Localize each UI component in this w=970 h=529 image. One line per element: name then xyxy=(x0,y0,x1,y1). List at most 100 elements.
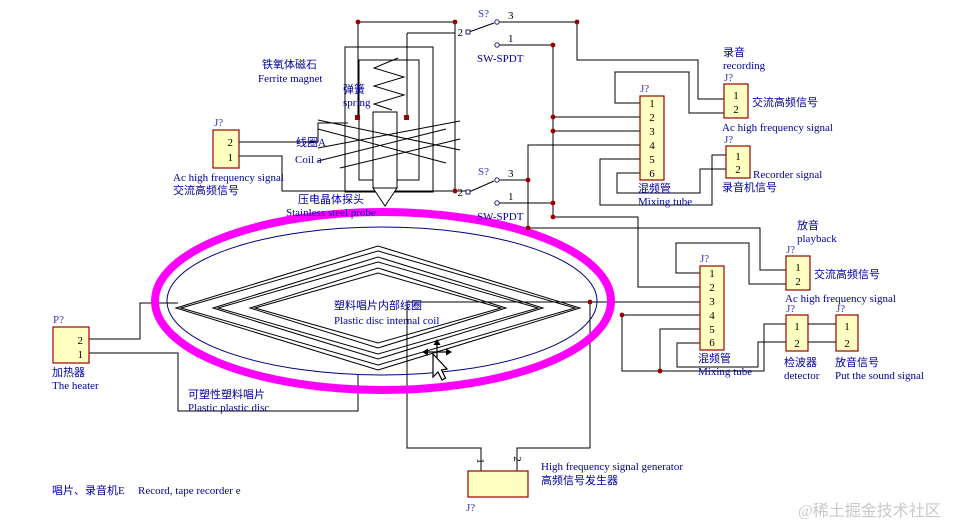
connector-body[interactable] xyxy=(639,95,665,181)
recording-label-en: recording xyxy=(723,60,766,72)
switch-spdt-top[interactable]: S? 2 3 1 SW-SPDT xyxy=(458,8,524,65)
pin-2: 2 xyxy=(649,112,655,124)
heater[interactable]: P? 2 1 加热器 The heater xyxy=(52,314,99,392)
ac-label-cn: 交流高频信号 xyxy=(752,95,818,109)
plastic-disc[interactable]: 塑料唱片内部线圈 Plastic disc internal coil xyxy=(151,208,615,394)
connector-detector[interactable]: J? 1 2 检波器 detector xyxy=(784,303,820,382)
probe-body xyxy=(372,111,398,189)
switch-lever[interactable] xyxy=(468,22,495,33)
ac-label-en: Ac high frequency signal xyxy=(785,293,896,305)
highlight-ellipse xyxy=(151,208,615,394)
probe-tip xyxy=(372,187,398,207)
switch-throw-1 xyxy=(494,42,500,48)
pin-2: 2 xyxy=(709,282,715,294)
wire xyxy=(599,154,726,206)
connector-body[interactable] xyxy=(725,145,751,179)
pin-6: 6 xyxy=(709,337,715,349)
generator-label-cn: 高频信号发生器 xyxy=(541,473,618,487)
connector-ref: J? xyxy=(466,502,475,514)
detector-label-en: detector xyxy=(784,370,820,382)
wire xyxy=(576,22,724,100)
recording-label-cn: 录音 xyxy=(723,45,745,59)
connector-recorder-signal[interactable]: J? 1 2 Recorder signal 录音机信号 xyxy=(722,134,822,194)
connector-recording-ac[interactable]: J? 1 2 交流高频信号 Ac high frequency signal xyxy=(722,72,833,134)
connector-body[interactable] xyxy=(835,314,859,352)
disc-coil-label-cn: 塑料唱片内部线圈 xyxy=(334,298,422,312)
pin-1: 1 xyxy=(78,349,84,361)
switch-ref: S? xyxy=(478,8,489,20)
wire xyxy=(553,216,700,288)
watermark: @稀土掘金技术社区 xyxy=(798,502,941,520)
switch-ref: S? xyxy=(478,166,489,178)
switch-throw-1 xyxy=(494,200,500,206)
disc-body-label-cn: 可塑性塑料唱片 xyxy=(188,387,265,401)
mixing-tube-recording[interactable]: J? 1 2 3 4 5 6 混频管 Mixing tube xyxy=(638,83,692,208)
pin-3: 3 xyxy=(709,296,715,308)
pin-4: 4 xyxy=(649,140,655,152)
connector-ref: J? xyxy=(786,303,795,315)
probe-label-cn: 压电晶体探头 xyxy=(298,192,364,206)
connector-body[interactable] xyxy=(785,255,811,291)
probe-label-en: Stainless steel probe xyxy=(286,207,376,219)
pin-1: 1 xyxy=(844,321,850,333)
wire xyxy=(527,180,786,271)
ferrite-label-cn: 铁氧体磁石 xyxy=(262,57,317,71)
input-label-cn: 交流高频信号 xyxy=(173,183,239,197)
ac-label-cn: 交流高频信号 xyxy=(814,267,880,281)
connector-body[interactable] xyxy=(723,83,749,119)
pin-1: 1 xyxy=(649,98,655,110)
record-head-assembly[interactable]: 铁氧体磁石 Ferrite magnet 弹簧 spring 线圈A Coil … xyxy=(258,46,461,219)
connector-body[interactable] xyxy=(699,265,725,351)
mixing-tube-playback[interactable]: J? 1 2 3 4 5 6 混频管 Mixing tube xyxy=(698,253,752,378)
playback-label-cn: 放音 xyxy=(797,218,819,232)
connector-ref: J? xyxy=(724,72,733,84)
mixing-label-cn: 混频管 xyxy=(638,181,671,195)
recording-section: 录音 recording J? 1 2 交流高频信号 Ac high frequ… xyxy=(638,45,833,208)
connector-body[interactable] xyxy=(785,314,809,352)
connector-playback-ac[interactable]: J? 1 2 交流高频信号 Ac high frequency signal xyxy=(785,244,896,305)
pin-1: 1 xyxy=(508,33,514,45)
spring-label-en: spring xyxy=(343,97,371,109)
pin-3: 3 xyxy=(508,168,514,180)
input-label-en: Ac high frequency signal xyxy=(173,172,284,184)
hf-generator[interactable]: 1 2 J? High frequency signal generator 高… xyxy=(466,456,683,514)
switch-lever[interactable] xyxy=(468,180,495,193)
pin-3: 3 xyxy=(649,126,655,138)
disc-coil-turns xyxy=(174,245,582,371)
connector-input-left[interactable]: J? 2 1 Ac high frequency signal 交流高频信号 xyxy=(173,117,284,197)
connector-body[interactable] xyxy=(52,326,90,364)
disc-coil-label-en: Plastic disc internal coil xyxy=(334,315,439,327)
switch-throw-3 xyxy=(494,177,500,183)
pin-1: 1 xyxy=(735,151,741,163)
wire xyxy=(675,242,786,285)
ac-label-en: Ac high frequency signal xyxy=(722,122,833,134)
pin-1: 1 xyxy=(709,268,715,280)
playback-label-en: playback xyxy=(797,233,837,245)
connector-body[interactable] xyxy=(212,129,240,169)
pin-2: 2 xyxy=(78,335,84,347)
recorder-label-cn: 录音机信号 xyxy=(722,180,777,194)
connector-ref: P? xyxy=(53,314,64,326)
connector-ref: J? xyxy=(640,83,649,95)
connector-ref: J? xyxy=(786,244,795,256)
connector-sound-out[interactable]: J? 1 2 放音信号 Put the sound signal xyxy=(835,303,924,382)
wire xyxy=(621,314,786,372)
ferrite-label-en: Ferrite magnet xyxy=(258,73,322,85)
switch-spdt-bottom[interactable]: S? 2 3 1 SW-SPDT xyxy=(458,166,524,223)
mixing-label-cn: 混频管 xyxy=(698,351,731,365)
mixing-label-en: Mixing tube xyxy=(698,366,752,378)
wire xyxy=(616,168,726,194)
connector-body[interactable] xyxy=(467,470,529,498)
sound-label-en: Put the sound signal xyxy=(835,370,924,382)
connector-ref: J? xyxy=(700,253,709,265)
pin-2: 2 xyxy=(458,187,464,199)
coil-label-cn: 线圈A xyxy=(296,135,326,149)
wire xyxy=(237,155,466,192)
pin-2: 2 xyxy=(794,338,800,350)
recorder-label-en: Recorder signal xyxy=(753,169,822,181)
switch-type-label: SW-SPDT xyxy=(477,53,524,65)
mouse-cursor xyxy=(422,339,452,381)
caption-cn: 唱片、录音机E xyxy=(52,483,125,497)
pin-4: 4 xyxy=(709,310,715,322)
